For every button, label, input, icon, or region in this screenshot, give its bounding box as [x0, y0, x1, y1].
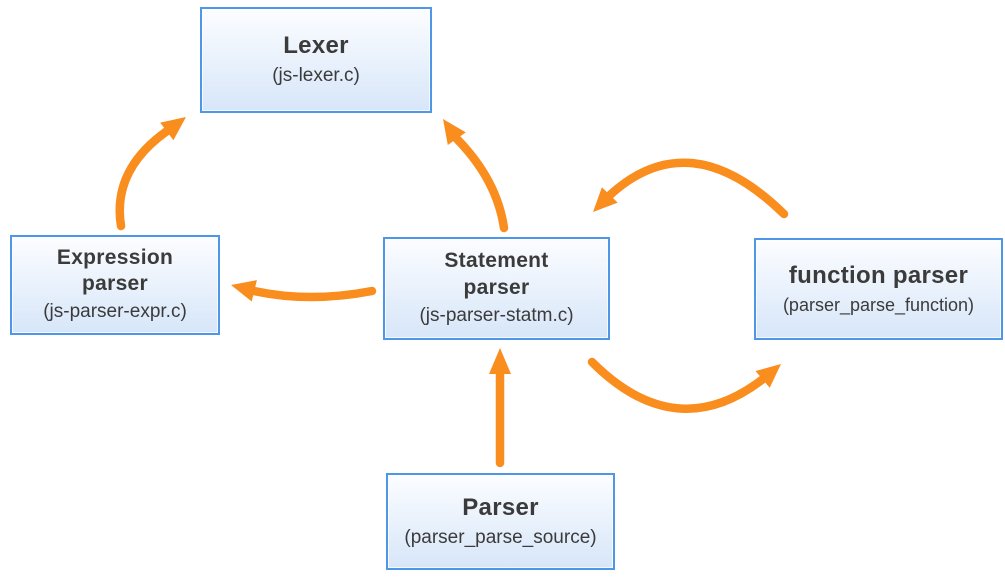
node-lexer: Lexer (js-lexer.c): [200, 7, 432, 113]
edge-expression-parser-to-lexer: [115, 117, 186, 231]
node-expression-parser-title: Expression parser: [56, 245, 174, 296]
arrowhead: [231, 280, 257, 302]
edge-line: [587, 357, 768, 413]
node-function-parser-subtitle: (parser_parse_function): [782, 294, 975, 315]
edge-statement-parser-to-lexer: [443, 119, 509, 233]
node-expression-parser: Expression parser (js-parser-expr.c): [10, 235, 220, 335]
edge-statement-parser-to-expression-parser: [231, 280, 377, 302]
arrowhead: [593, 187, 618, 212]
node-statement-parser: Statement parser (js-parser-statm.c): [383, 237, 610, 340]
node-function-parser-title: function parser: [788, 261, 969, 289]
arrowhead: [489, 348, 511, 374]
arrowhead: [755, 364, 781, 388]
edge-parser-to-statement-parser: [489, 348, 511, 468]
node-expression-parser-subtitle: (js-parser-expr.c): [43, 301, 187, 323]
edge-line: [452, 134, 509, 233]
node-parser-subtitle: (parser_parse_source): [404, 526, 597, 548]
edge-statement-parser-to-function-parser: [587, 357, 781, 413]
node-function-parser: function parser (parser_parse_function): [754, 238, 1003, 340]
node-parser: Parser (parser_parse_source): [386, 473, 615, 570]
arrowhead: [443, 119, 466, 145]
arrowhead: [160, 117, 186, 141]
edge-line: [605, 158, 789, 219]
edge-function-parser-to-statement-parser: [593, 158, 789, 219]
node-parser-title: Parser: [462, 493, 539, 521]
node-statement-parser-title: Statement parser: [444, 249, 549, 299]
edge-line: [115, 126, 172, 231]
edge-line: [249, 286, 377, 302]
node-lexer-title: Lexer: [283, 32, 349, 60]
node-statement-parser-subtitle: (js-parser-statm.c): [419, 304, 574, 326]
node-lexer-subtitle: (js-lexer.c): [272, 65, 360, 87]
